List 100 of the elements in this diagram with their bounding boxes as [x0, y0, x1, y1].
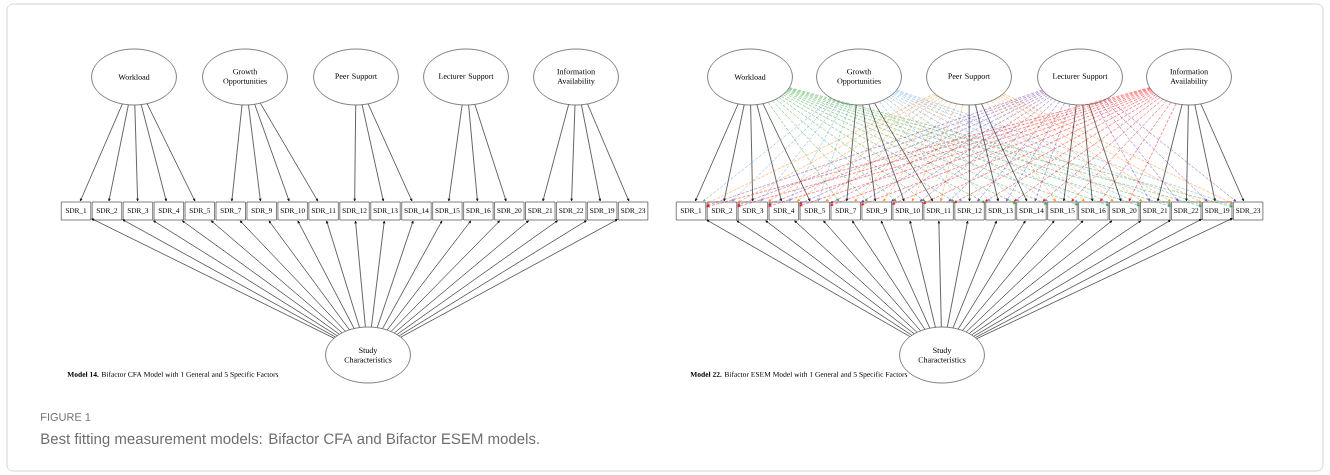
arrow [1094, 103, 1150, 202]
arrow [986, 102, 1056, 202]
arrow [394, 220, 529, 334]
arrow [948, 99, 1056, 202]
arrow [879, 101, 962, 202]
arrow [448, 104, 463, 202]
arrow [400, 219, 618, 338]
arrow [874, 103, 933, 202]
arrow [953, 94, 1157, 203]
arrow [883, 102, 952, 202]
arrow [80, 103, 123, 202]
arrow [1062, 104, 1077, 202]
arrow [1185, 104, 1189, 202]
arrow [695, 103, 739, 202]
arrow [361, 104, 384, 202]
arrow [1071, 100, 1167, 202]
arrow [581, 104, 601, 202]
arrow [940, 104, 963, 202]
arrow [868, 104, 905, 202]
arrow [772, 100, 868, 202]
arrow [396, 220, 558, 335]
arrow [947, 220, 969, 328]
figure-label: FIGURE 1 [41, 413, 91, 421]
arrow [845, 104, 857, 202]
arrow [1103, 100, 1208, 202]
arrow [968, 104, 971, 202]
arrow [736, 220, 912, 336]
arrow [909, 220, 936, 328]
arrow [975, 104, 999, 202]
arrow [1003, 93, 1233, 204]
arrow [737, 94, 937, 203]
arrow [852, 220, 926, 330]
arrow [146, 103, 196, 202]
arrow [789, 103, 845, 202]
arrow [587, 103, 630, 202]
arrow [542, 104, 569, 202]
arrow [140, 104, 167, 202]
arrow [723, 104, 745, 202]
arrow [1157, 104, 1183, 202]
arrow [254, 104, 290, 202]
arrow [297, 220, 355, 329]
arrow [706, 93, 935, 204]
arrow [1001, 94, 1202, 203]
arrow [776, 99, 897, 202]
arrow [182, 220, 340, 335]
arrow [354, 220, 366, 328]
arrow [1006, 103, 1065, 202]
arrow [880, 220, 931, 329]
arrow [977, 101, 1060, 202]
arrow [782, 94, 986, 203]
arrow [230, 104, 243, 202]
arrow [353, 104, 356, 202]
arrow [1200, 103, 1244, 202]
arrow [796, 97, 941, 202]
arrow [969, 220, 1113, 334]
arrow [153, 220, 338, 336]
arrow [474, 104, 507, 202]
arrow [1194, 104, 1216, 202]
arrow [862, 104, 877, 202]
arrow [1042, 99, 1164, 202]
arrow [702, 98, 832, 202]
arrow [377, 220, 414, 328]
arrow [994, 99, 1114, 202]
arrow [962, 220, 1055, 331]
arrow [326, 220, 360, 328]
arrow [134, 104, 139, 202]
arrow [706, 219, 911, 337]
arrow [861, 95, 1048, 203]
arrow [239, 220, 346, 332]
arrow [991, 100, 1085, 202]
arrow [823, 220, 921, 331]
arrow [817, 104, 851, 202]
arrow [1107, 98, 1237, 202]
arrow [390, 220, 500, 332]
arrow [919, 98, 1053, 202]
arrow [891, 95, 1079, 203]
arrow [570, 104, 576, 202]
arrow [984, 95, 1158, 202]
arrow [911, 103, 957, 202]
arrow [268, 220, 350, 330]
arrow [973, 219, 1171, 337]
arrow [260, 103, 319, 202]
arrow [957, 220, 1026, 330]
arrow [883, 99, 991, 202]
arrow [794, 220, 918, 333]
arrow [731, 100, 836, 202]
arrow [248, 104, 262, 202]
arrow [854, 100, 948, 202]
arrow [371, 220, 386, 328]
arrow [966, 220, 1084, 333]
arrow [997, 97, 1143, 202]
arrow [762, 103, 811, 202]
arrow [1088, 104, 1122, 202]
arrow [750, 104, 754, 202]
figure-caption: Best fitting measurement models: Bifactor CFA and Bifactor ESEM models. [41, 433, 539, 447]
arrow [971, 220, 1142, 336]
arrow [886, 98, 1020, 202]
arrow [781, 95, 955, 202]
arrow [468, 104, 479, 202]
arrow [210, 220, 343, 333]
